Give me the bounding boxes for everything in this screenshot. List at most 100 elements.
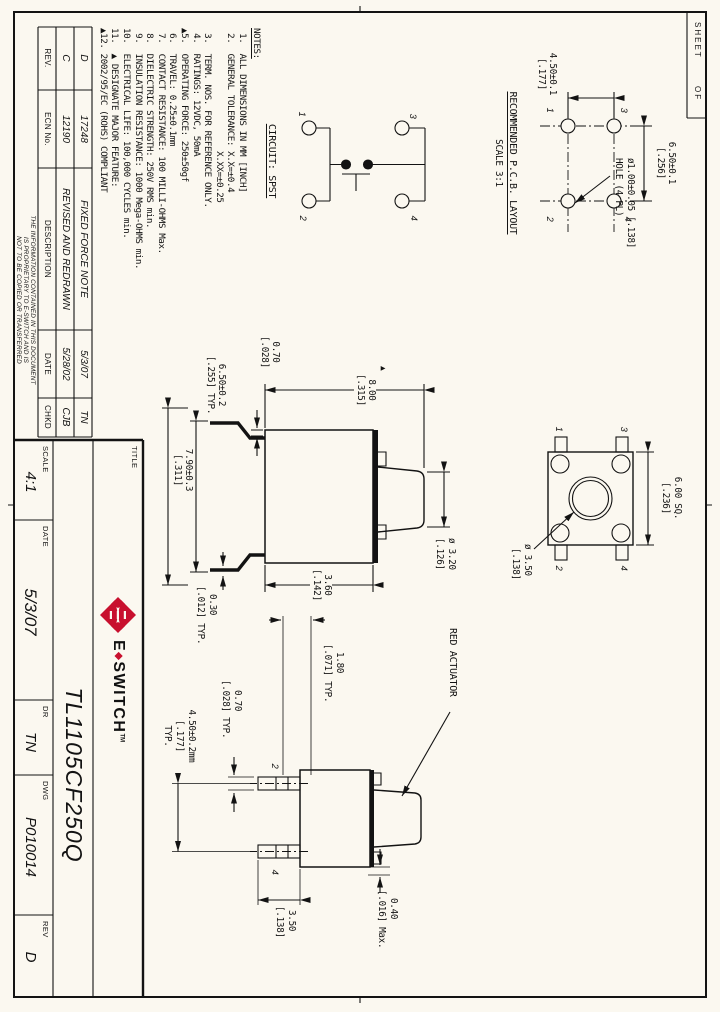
front-dim-070-in: [.028]: [259, 336, 270, 368]
pcb-pin-3: 3: [619, 107, 629, 113]
front-dim-800-in: [.315]: [354, 372, 366, 408]
wordmark-e: E: [110, 640, 127, 653]
note-7: 7. CONTACT RESISTANCE: 100 MILLI-OHMS Ma…: [155, 28, 167, 254]
revision-table-grid: [37, 26, 93, 438]
rev-c-description: REVISED AND REDRAWN: [60, 188, 71, 310]
pcb-dim-6_50-in: [.256]: [655, 147, 666, 179]
circuit-view: [301, 120, 426, 209]
pcb-pin-1: 1: [545, 107, 555, 113]
circuit-pin-1: 1: [297, 111, 307, 117]
note-4: 4. RATINGS: 12VDC, 50mA: [190, 28, 202, 157]
side-dim-070-in: [.028] TYP.: [220, 680, 231, 739]
note-2b: X.XX=±0.25: [213, 28, 225, 203]
title-block-grid: [14, 438, 145, 997]
rev-col-header: REV.: [43, 48, 52, 68]
drawn-by-value: TN: [22, 732, 39, 752]
side-dim-450-in: [.177]: [174, 720, 185, 752]
front-dim-030-in: [.012] TYP.: [195, 586, 206, 645]
front-dim-650: 6.50±0.2: [216, 363, 227, 407]
topview-pin-4: 4: [619, 565, 629, 571]
dr-label: DR: [41, 706, 50, 718]
front-dim-790-in: [.311]: [172, 454, 183, 486]
rev-c-rev: C: [60, 54, 71, 62]
rev-value: D: [22, 951, 39, 963]
actuator-symbol: [342, 173, 370, 191]
chkd-col-header: CHKD: [43, 405, 52, 429]
note-3: 3. TERM. NOS. FOR REFERENCE ONLY.: [202, 28, 214, 208]
pcb-hole-callout: ø1.00±0.05 [.138]: [625, 158, 636, 249]
topview-dim-350: ø 3.50: [522, 544, 533, 576]
side-view: [172, 616, 451, 905]
circuit-pin-3: 3: [408, 113, 418, 119]
proprietary-line-1: THE INFORMATION CONTAINED IN THIS DOCUME…: [29, 215, 36, 385]
rev-d-date: 5/3/07: [78, 350, 89, 378]
rev-d-rev: D: [78, 54, 89, 62]
front-dim-030: 0.30: [207, 594, 218, 616]
circuit-pin-4: 4: [409, 215, 419, 221]
hole-leader: [574, 175, 611, 204]
scale-label: SCALE: [41, 446, 50, 473]
datum-triangle: ▲: [379, 366, 388, 371]
note-12: ▲12. 2002/95/EC (ROHS) COMPLIANT: [97, 28, 109, 193]
date-value: 5/3/07: [21, 588, 40, 636]
pcb-view-title: RECOMMENDED P.C.B. LAYOUT: [507, 91, 518, 235]
top-view: [533, 436, 654, 561]
date-col-header: DATE: [43, 353, 52, 375]
rev-c-ecn: 12190: [60, 115, 71, 143]
note-11: 11. ▲ DESIGNATE MAJOR FEATURE:: [109, 28, 121, 188]
proprietary-line-2: IS PROPRIETARY TO E-SWITCH AND IS: [22, 236, 29, 364]
pcb-pin-4: 4: [623, 216, 633, 222]
side-dim-180-in: [.071] TYP.: [322, 644, 333, 703]
note-2: 2. GENERAL TOLERANCE: X.X=±0.4: [225, 28, 237, 193]
pcb-view-scale: SCALE 3:1: [493, 139, 504, 187]
sheet-label: SHEET: [693, 22, 702, 59]
front-dim-360: 3.60: [321, 572, 333, 598]
lead-right: [210, 553, 265, 572]
note-10: 10. ELECTRICAL LIFE: 100,000 CYCLES min.: [121, 28, 132, 239]
note-9: 9. INSULATION RESISTANCE: 1000 Mega-OHMS…: [132, 28, 144, 270]
wordmark-tm: TM: [118, 733, 125, 743]
rev-d-chkd: TN: [78, 410, 89, 424]
contact-dot: [340, 159, 352, 170]
dwg-label: DWG: [41, 781, 50, 801]
pcb-dim-6_50: 6.50±0.1: [666, 141, 677, 185]
rev-c-date: 5/28/02: [60, 347, 71, 381]
wordmark-bullet-icon: ◆: [113, 652, 124, 662]
wordmark-switch: SWITCH: [110, 661, 127, 734]
pcb-layout-view: [540, 92, 652, 232]
note-5: ▲5. OPERATING FORCE: 250±50gf: [179, 28, 190, 182]
side-dim-350-in: [.138]: [273, 904, 285, 940]
topview-dim-600: 6.00 SQ.: [672, 476, 683, 520]
side-pin-4: 4: [270, 869, 280, 875]
front-dim-360-in: [.142]: [310, 567, 322, 603]
eswitch-logo-icon: [100, 597, 136, 633]
note-1: 1. ALL DIMENSIONS IN MM [INCH]: [237, 28, 248, 193]
border-zone-ticks: [8, 6, 712, 1003]
front-dim-320: ø 3.20: [446, 538, 457, 570]
circuit-pin-2: 2: [298, 215, 308, 221]
pcb-hole-callout-2: HOLE (4 PL): [613, 158, 624, 217]
topview-dim-350-in: [.138]: [510, 548, 521, 580]
side-dim-450: 4.50±0.2mm: [186, 709, 197, 763]
sheet-of-box: [686, 12, 706, 119]
front-dim-790: 7.90±0.3: [183, 448, 194, 492]
front-view: [162, 384, 450, 592]
scale-value: 4:1: [22, 471, 39, 493]
side-dim-040-in: [.016] Max.: [376, 890, 387, 949]
pcb-pin-2: 2: [545, 216, 555, 222]
contact-dot: [362, 159, 374, 170]
red-actuator-callout: RED ACTUATOR: [447, 628, 458, 697]
rev-label: REV: [41, 921, 50, 938]
topview-pin-2: 2: [554, 565, 564, 571]
eswitch-wordmark: E◆SWITCHTM: [109, 640, 127, 742]
topview-pin-3: 3: [619, 426, 629, 432]
side-pin-2: 2: [270, 763, 280, 769]
part-number: TL1105CF250Q: [61, 687, 87, 863]
date-label: DATE: [41, 526, 50, 548]
side-dim-350: 3.50: [285, 908, 297, 934]
description-col-header: DESCRIPTION: [43, 220, 52, 278]
topview-dim-600-in: [.236]: [660, 482, 671, 514]
side-dim-450-typ: TYP.: [162, 725, 173, 747]
